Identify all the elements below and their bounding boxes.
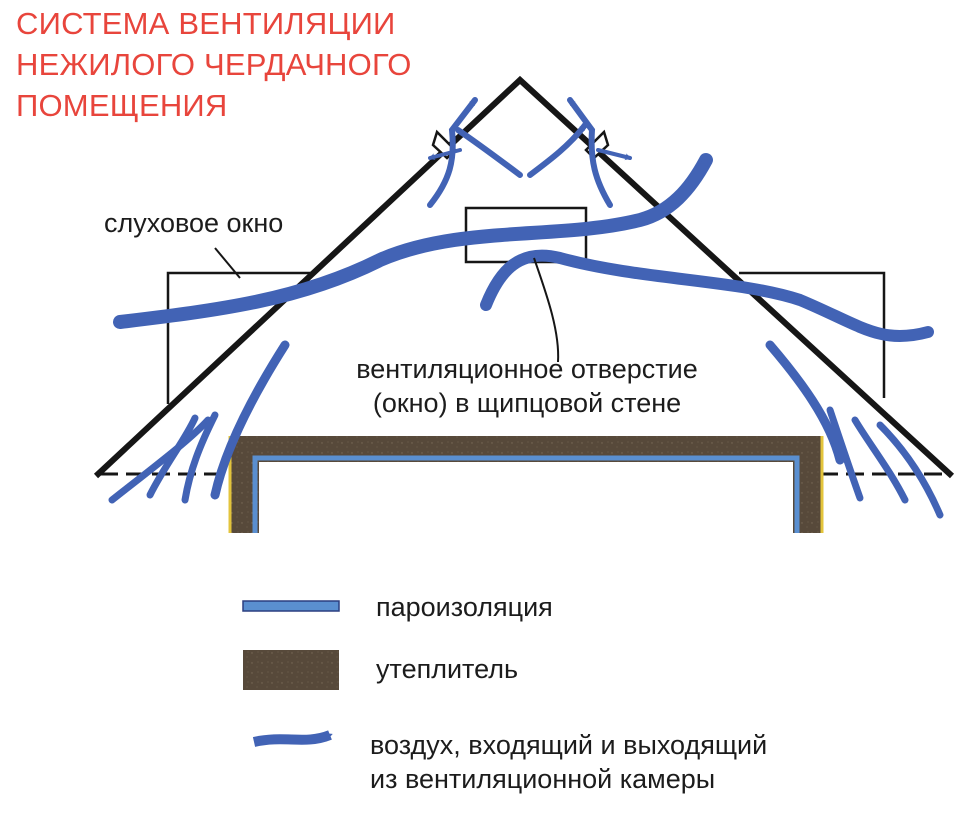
legend-vapor-barrier-label: пароизоляция <box>376 592 553 622</box>
gable-vent-label-line-2: (окно) в щипцовой стене <box>372 388 682 418</box>
air-arrow-icon <box>851 416 909 504</box>
air-arrow-icon <box>146 414 199 499</box>
air-arrow-icon <box>567 97 613 208</box>
callout-leaders <box>214 247 560 363</box>
air-arrow-icon <box>428 148 462 161</box>
air-arrow-icon <box>876 421 944 519</box>
legend-air-label-line-2: из вентиляционной камеры <box>370 764 716 794</box>
insulation-swatch <box>243 650 339 690</box>
dormer-window-label: слуховое окно <box>104 208 284 238</box>
air-arrow-icon <box>210 340 290 500</box>
dormer-window-right <box>739 271 886 398</box>
legend-insulation-label: утеплитель <box>376 654 519 684</box>
air-arrow-icon <box>765 340 845 465</box>
diagram-title-line-1: СИСТЕМА ВЕНТИЛЯЦИИ <box>16 6 396 41</box>
gable-vent-label-line-1: вентиляционное отверстие <box>356 354 698 384</box>
air-arrow-icon <box>826 406 864 502</box>
airflow-arrows <box>108 97 944 519</box>
gable-vent-label: вентиляционное отверстие (окно) в щипцов… <box>292 352 762 420</box>
legend-air-label-line-1: воздух, входящий и выходящий <box>370 730 768 760</box>
air-arrow-icon <box>181 411 219 504</box>
vapor-barrier-swatch <box>242 600 340 612</box>
air-arrow-icon <box>527 122 588 178</box>
legend-swatches <box>242 600 340 747</box>
air-arrow-icon <box>427 97 478 208</box>
ceiling-insulation <box>228 436 824 533</box>
diagram-title-line-2: НЕЖИЛОГО ЧЕРДАЧНОГО <box>16 47 412 82</box>
vapor-barrier-layer <box>252 455 800 533</box>
dormer-window-left <box>166 271 316 404</box>
legend-air-label: воздух, входящий и выходящий из вентиляц… <box>370 728 767 796</box>
air-arrow-icon <box>596 148 632 161</box>
air-arrow-icon <box>252 730 333 747</box>
air-arrow-icon <box>108 416 212 504</box>
air-arrow-icon <box>113 153 713 329</box>
air-arrow-icon <box>455 127 523 178</box>
diagram-title-line-3: ПОМЕЩЕНИЯ <box>16 88 228 123</box>
air-arrow-icon <box>480 249 934 342</box>
